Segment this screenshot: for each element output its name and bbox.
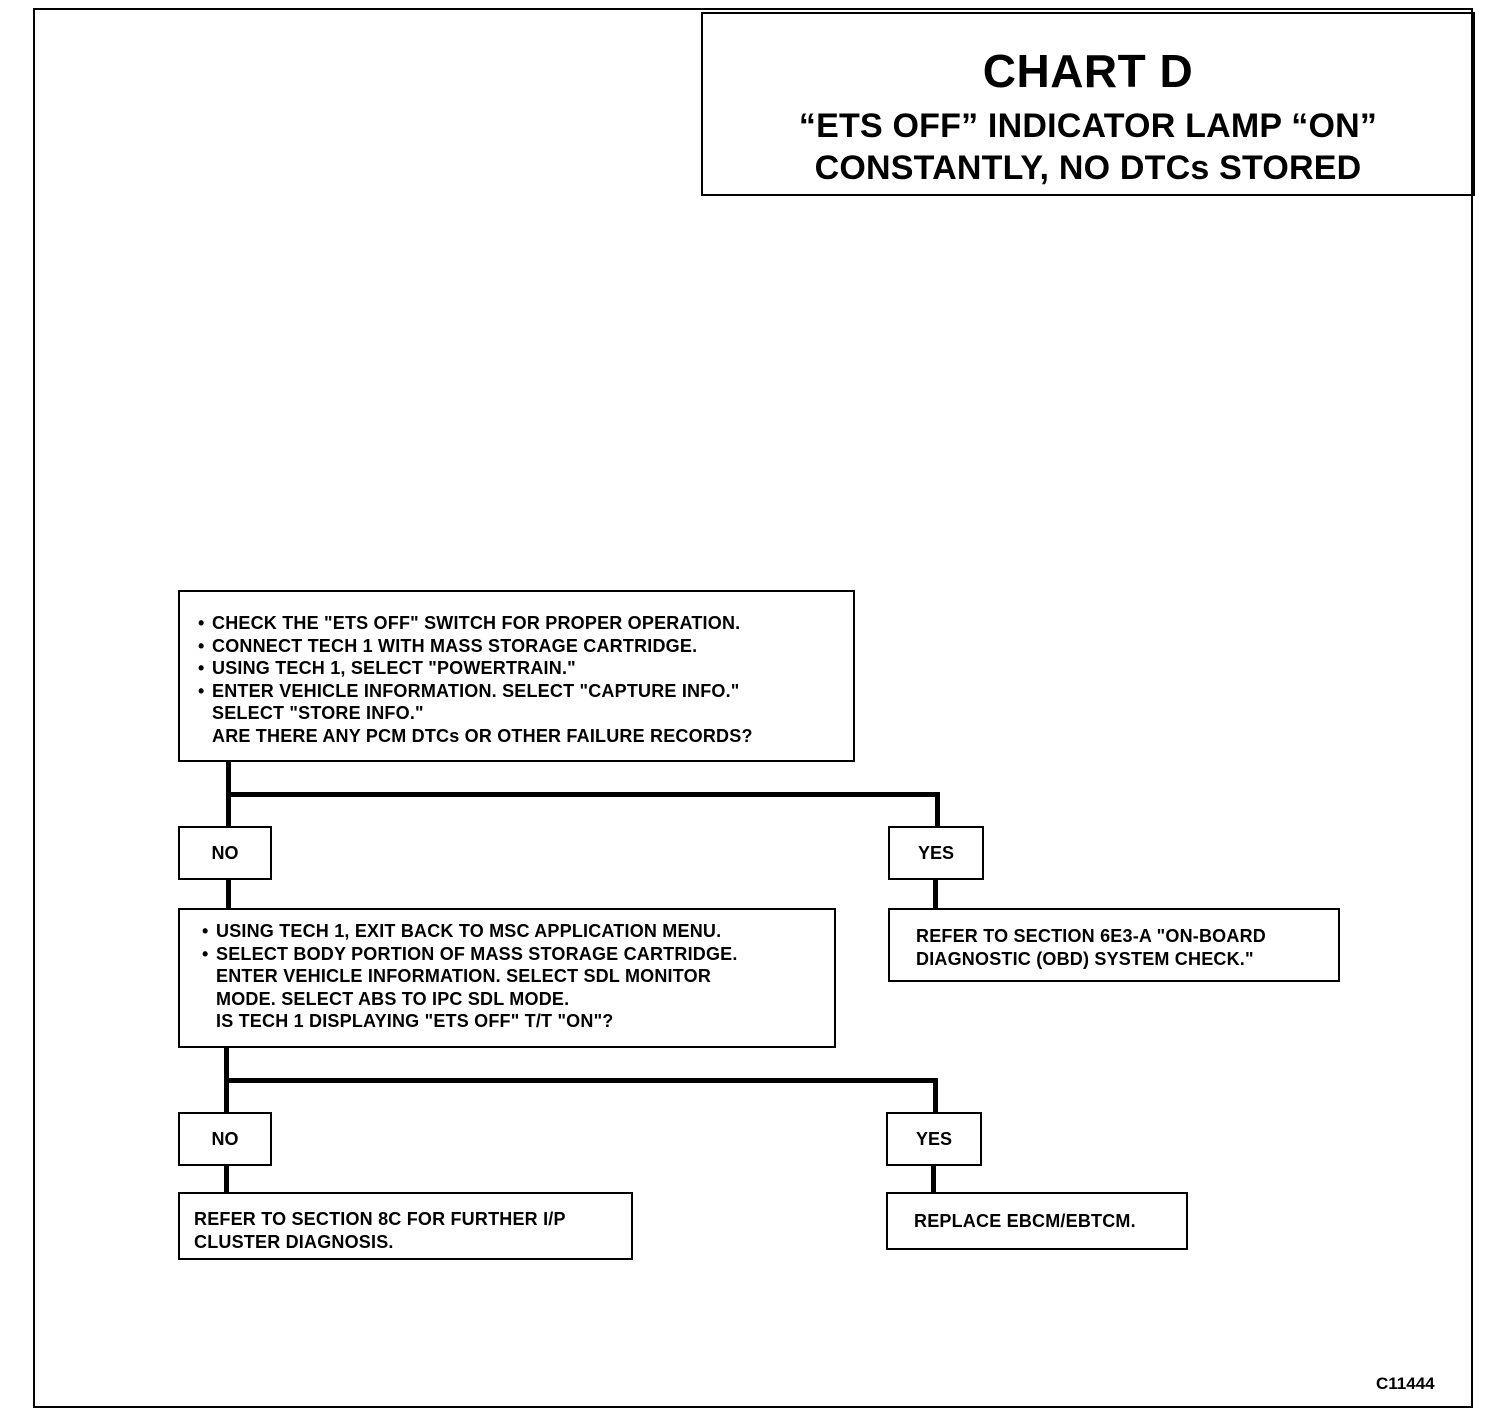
step-2-list: USING TECH 1, EXIT BACK TO MSC APPLICATI…	[202, 920, 824, 965]
connector-line	[224, 1048, 229, 1083]
connector-line	[226, 880, 231, 910]
step-2-bullet: USING TECH 1, EXIT BACK TO MSC APPLICATI…	[202, 920, 824, 943]
no-2-result-line-1: REFER TO SECTION 8C FOR FURTHER I/P	[194, 1209, 566, 1229]
connector-line	[226, 762, 231, 797]
chart-frame	[33, 8, 1473, 1408]
no-2-result-line-2: CLUSTER DIAGNOSIS.	[194, 1231, 394, 1252]
yes-2-result-line-1: REPLACE EBCM/EBTCM.	[914, 1211, 1136, 1231]
yes-2-result-box: REPLACE EBCM/EBTCM.	[886, 1192, 1188, 1250]
connector-line	[226, 792, 231, 827]
step-2-continuation-2: MODE. SELECT ABS TO IPC SDL MODE.	[216, 988, 570, 1009]
step-1-box: CHECK THE "ETS OFF" SWITCH FOR PROPER OP…	[178, 590, 855, 762]
yes-1-result-line-2: DIAGNOSTIC (OBD) SYSTEM CHECK."	[916, 948, 1254, 969]
step-2-continuation-1: ENTER VEHICLE INFORMATION. SELECT SDL MO…	[216, 966, 712, 986]
step-2-yes-label: YES	[886, 1112, 982, 1166]
step-2-no-label: NO	[178, 1112, 272, 1166]
connector-line	[226, 792, 940, 797]
figure-id: C11444	[1376, 1374, 1435, 1393]
connector-line	[931, 1166, 936, 1194]
step-1-bullet: USING TECH 1, SELECT "POWERTRAIN."	[198, 657, 843, 680]
connector-line	[935, 792, 940, 827]
step-1-no-label: NO	[178, 826, 272, 880]
step-1-question: ARE THERE ANY PCM DTCs OR OTHER FAILURE …	[212, 725, 753, 746]
step-1-bullet: CONNECT TECH 1 WITH MASS STORAGE CARTRID…	[198, 635, 843, 658]
connector-line	[224, 1078, 938, 1083]
chart-subtitle-line-2: CONSTANTLY, NO DTCs STORED	[814, 149, 1362, 187]
step-1-continuation: SELECT "STORE INFO."	[212, 703, 424, 723]
yes-1-result-box: REFER TO SECTION 6E3-A "ON-BOARD DIAGNOS…	[888, 908, 1340, 982]
connector-line	[933, 1078, 938, 1114]
chart-subtitle-line-1: “ETS OFF” INDICATOR LAMP “ON”	[798, 107, 1378, 145]
connector-line	[933, 880, 938, 910]
chart-title: CHART D	[982, 45, 1194, 97]
step-2-bullet: SELECT BODY PORTION OF MASS STORAGE CART…	[202, 943, 824, 966]
yes-1-result-line-1: REFER TO SECTION 6E3-A "ON-BOARD	[916, 926, 1266, 946]
step-1-list: CHECK THE "ETS OFF" SWITCH FOR PROPER OP…	[198, 612, 843, 702]
no-2-result-box: REFER TO SECTION 8C FOR FURTHER I/P CLUS…	[178, 1192, 633, 1260]
step-1-bullet: CHECK THE "ETS OFF" SWITCH FOR PROPER OP…	[198, 612, 843, 635]
step-1-bullet: ENTER VEHICLE INFORMATION. SELECT "CAPTU…	[198, 680, 843, 703]
step-2-box: USING TECH 1, EXIT BACK TO MSC APPLICATI…	[178, 908, 836, 1048]
connector-line	[224, 1166, 229, 1194]
connector-line	[224, 1078, 229, 1114]
chart-title-box: CHART D “ETS OFF” INDICATOR LAMP “ON” CO…	[701, 12, 1475, 196]
step-1-yes-label: YES	[888, 826, 984, 880]
step-2-question: IS TECH 1 DISPLAYING "ETS OFF" T/T "ON"?	[216, 1011, 614, 1031]
